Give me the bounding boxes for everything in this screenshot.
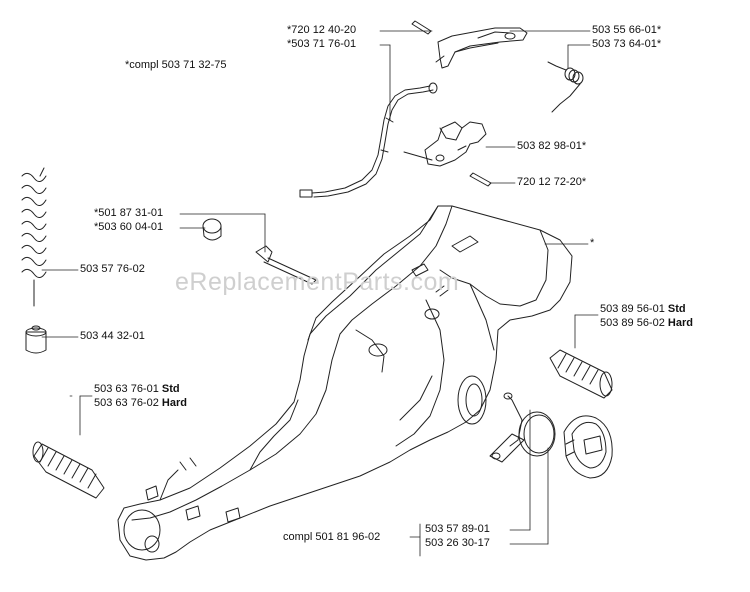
label-503-57-76-02: 503 57 76-02 [80,263,145,275]
label-503-60-04-01: *503 60 04-01 [94,221,164,233]
throttle-cable-icon [299,82,438,198]
av-spring-right-icon [549,349,613,399]
label-503-26-30-17: 503 26 30-17 [425,537,490,549]
label-720-12-40-20: *720 12 40-20 [287,24,357,36]
label-503-63-76-02: 503 63 76-02 Hard [94,397,187,409]
coil-spring-icon [21,167,47,307]
throttle-lockout-icon [424,121,487,167]
o-ring-icon [518,411,556,457]
watermark: eReplacementParts.com [175,268,460,296]
bushing-icon [202,218,222,241]
rubber-plug-icon [25,325,47,354]
filler-cap-icon [563,415,613,479]
label-503-44-32-01: 503 44 32-01 [80,330,145,342]
leader-lines [41,30,599,557]
label-720-12-72-20: 720 12 72-20* [517,176,587,188]
pin-mid-icon [403,151,492,187]
label-503-89-56-01: 503 89 56-01 Std [600,303,686,315]
label-compl-503-71-32-75: *compl 503 71 32-75 [125,59,227,71]
oil-pump-pin-icon [489,392,525,463]
label-503-55-66-01: 503 55 66-01* [592,24,662,36]
av-spring-left-icon [32,441,105,499]
label-503-89-56-02: 503 89 56-02 Hard [600,317,693,329]
label-503-82-98-01: 503 82 98-01* [517,140,587,152]
label-503-63-76-01: 503 63 76-01 Std [94,383,180,395]
trigger-spring-icon [547,61,584,113]
label-503-73-64-01: 503 73 64-01* [592,38,662,50]
label-503-71-76-01: *503 71 76-01 [287,38,357,50]
tank-housing-icon [117,205,573,561]
pin-top-icon [411,20,432,35]
label-503-57-89-01: 503 57 89-01 [425,523,490,535]
label-star: * [590,237,595,249]
label-501-87-31-01: *501 87 31-01 [94,207,164,219]
screw-icon [255,245,317,285]
label-compl-501-81-96-02: compl 501 81 96-02 [283,531,381,543]
throttle-trigger-icon [435,27,528,69]
